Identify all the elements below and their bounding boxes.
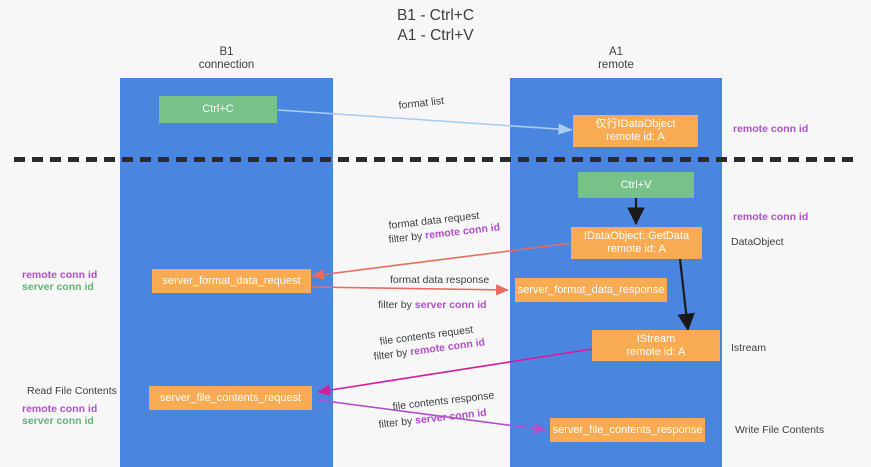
box-server-file-contents-response-label: server_file_contents_response: [552, 423, 703, 436]
lane-b1-name: B1: [219, 46, 234, 58]
lane-a1-header: A1 remote: [510, 46, 722, 72]
box-idataobject-line1: 仅行IDataObject: [595, 118, 676, 130]
filter-by-text-4: filter by: [378, 414, 416, 431]
annotation-right-write-file-contents: Write File Contents: [735, 424, 825, 436]
box-server-file-contents-request[interactable]: server_file_contents_request: [149, 386, 312, 410]
box-ctrl-c[interactable]: Ctrl+C: [159, 96, 277, 123]
filter-by-text-3: filter by: [373, 346, 412, 363]
filter-by-text-1: filter by: [388, 229, 426, 246]
annotation-right-dataobject: DataObject: [731, 236, 784, 248]
annotation-left-read-file-contents: Read File Contents: [27, 385, 117, 397]
box-getdata[interactable]: IDataObject::GetData remote id: A: [571, 227, 702, 259]
box-ctrl-c-label: Ctrl+C: [202, 103, 234, 115]
annotation-left-server-conn-id-2: server conn id: [22, 415, 94, 427]
server-conn-id-text-1: server conn id: [414, 299, 487, 311]
box-getdata-line2: remote id: A: [607, 243, 666, 255]
box-getdata-line1: IDataObject::GetData: [583, 230, 690, 242]
lane-a1-name: A1: [608, 46, 624, 58]
diagram-title: B1 - Ctrl+C A1 - Ctrl+V: [0, 6, 871, 46]
lane-a1-sub: remote: [598, 59, 634, 71]
box-server-format-data-request-label: server_format_data_request: [162, 274, 301, 287]
annotation-right-remote-conn-id-mid: remote conn id: [733, 211, 809, 223]
box-istream-line1: IStream: [636, 332, 676, 345]
arrow-format-data-response: [311, 284, 509, 296]
box-istream-line2: remote id: A: [626, 345, 686, 358]
box-server-format-data-response-label: server_format_data_response: [517, 283, 665, 296]
box-server-file-contents-request-label: server_file_contents_request: [159, 391, 302, 404]
box-server-file-contents-response[interactable]: server_file_contents_response: [550, 418, 705, 442]
edge-label-format-data-response: format data response: [390, 274, 490, 286]
annotation-left-remote-conn-id: remote conn id: [22, 269, 98, 281]
annotation-right-remote-conn-id-top: remote conn id: [733, 123, 809, 135]
filter-by-text-2: filter by: [378, 299, 415, 311]
title-line-2: A1 - Ctrl+V: [397, 27, 474, 44]
box-server-format-data-request[interactable]: server_format_data_request: [152, 269, 311, 293]
box-idataobject-line2: remote id: A: [606, 131, 665, 143]
box-istream[interactable]: IStream remote id: A: [592, 330, 720, 361]
annotation-left-remote-conn-id-2: remote conn id: [22, 403, 98, 415]
annotation-left-server-conn-id: server conn id: [22, 281, 94, 293]
edge-label-filter-server-conn-id-1: filter by server conn id: [378, 299, 487, 312]
box-idataobject[interactable]: 仅行IDataObject remote id: A: [573, 115, 698, 147]
box-ctrl-v[interactable]: Ctrl+V: [578, 172, 694, 198]
box-ctrl-v-label: Ctrl+V: [620, 178, 652, 191]
annotation-right-istream: Istream: [731, 342, 767, 354]
title-line-1: B1 - Ctrl+C: [396, 7, 475, 24]
phase-divider: [14, 157, 857, 162]
box-server-format-data-response[interactable]: server_format_data_response: [515, 278, 667, 302]
lane-b1-header: B1 connection: [120, 46, 333, 72]
edge-label-format-list: format list: [398, 94, 445, 112]
lane-b1-sub: connection: [198, 59, 255, 71]
